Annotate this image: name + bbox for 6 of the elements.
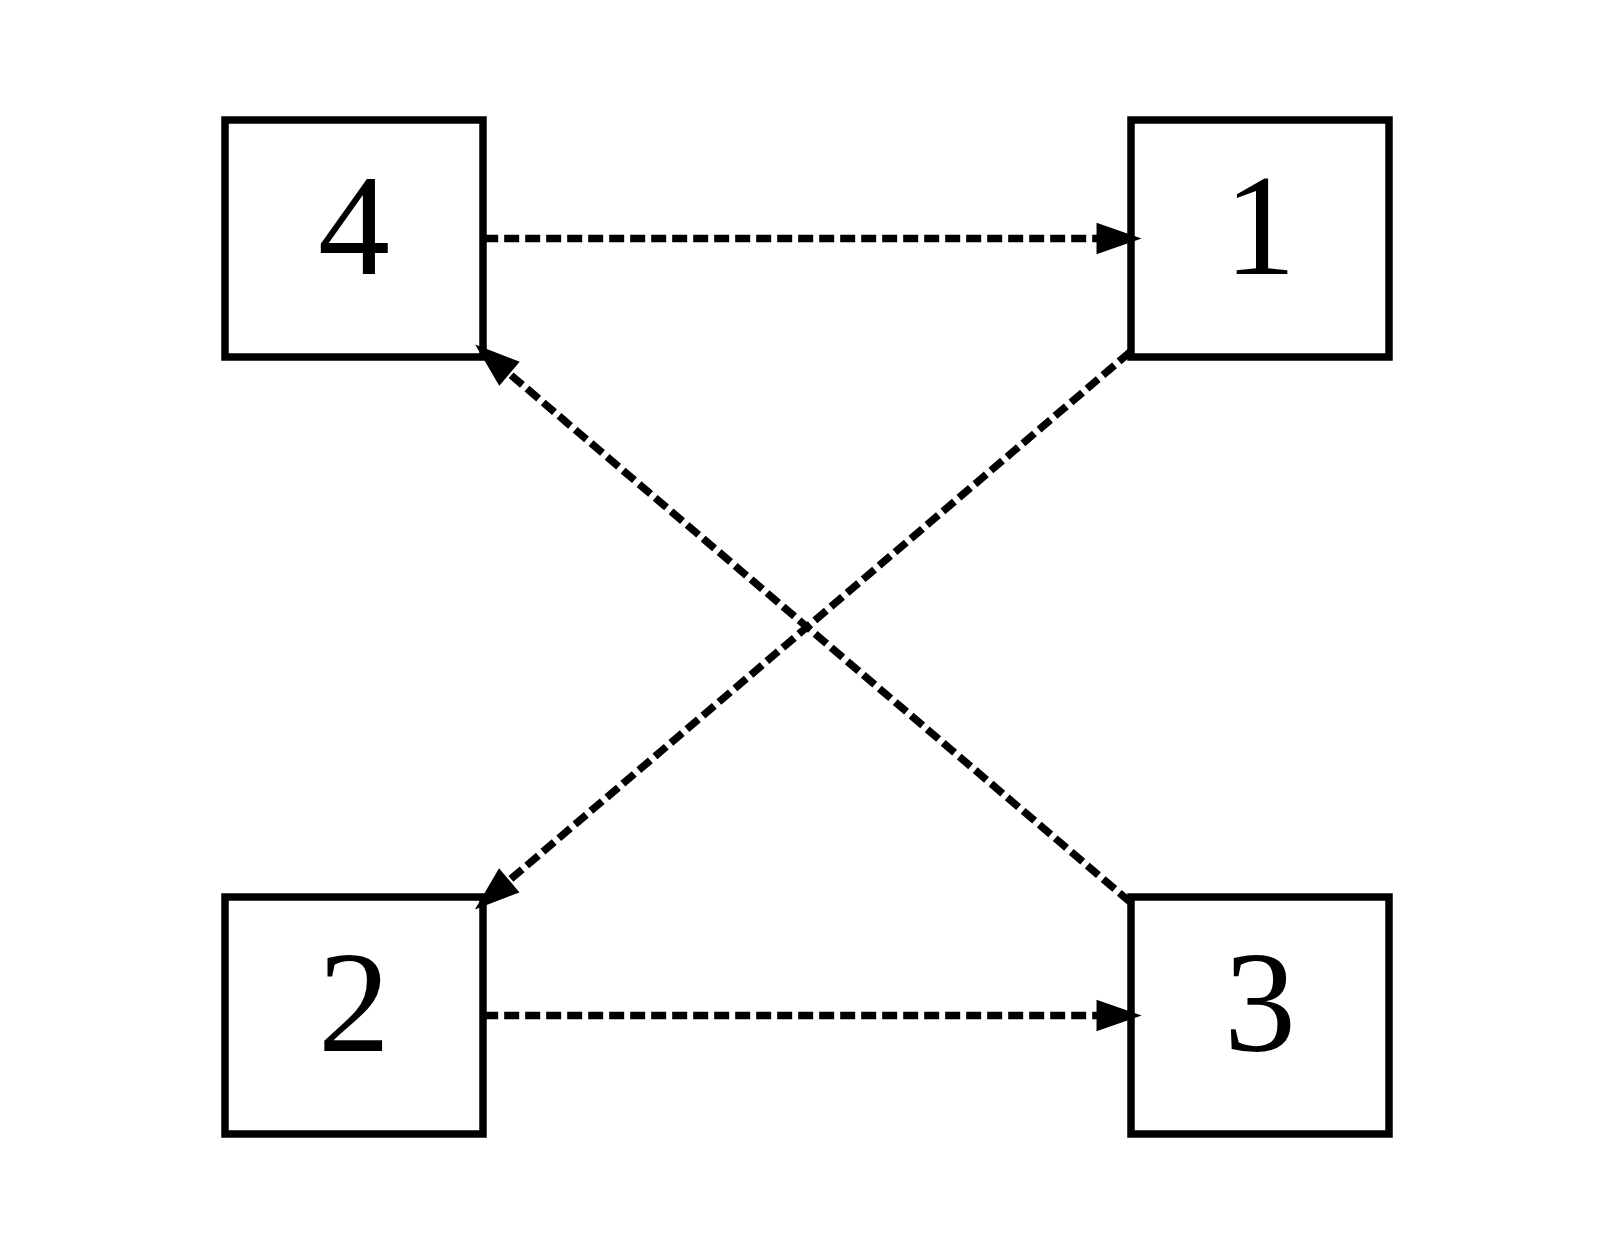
arrow	[483, 999, 1142, 1032]
node-box: 3	[1127, 893, 1393, 1138]
node-box: 4	[221, 116, 487, 361]
node-box: 2	[221, 893, 487, 1138]
node-box: 1	[1127, 116, 1393, 361]
arrow	[483, 222, 1142, 255]
